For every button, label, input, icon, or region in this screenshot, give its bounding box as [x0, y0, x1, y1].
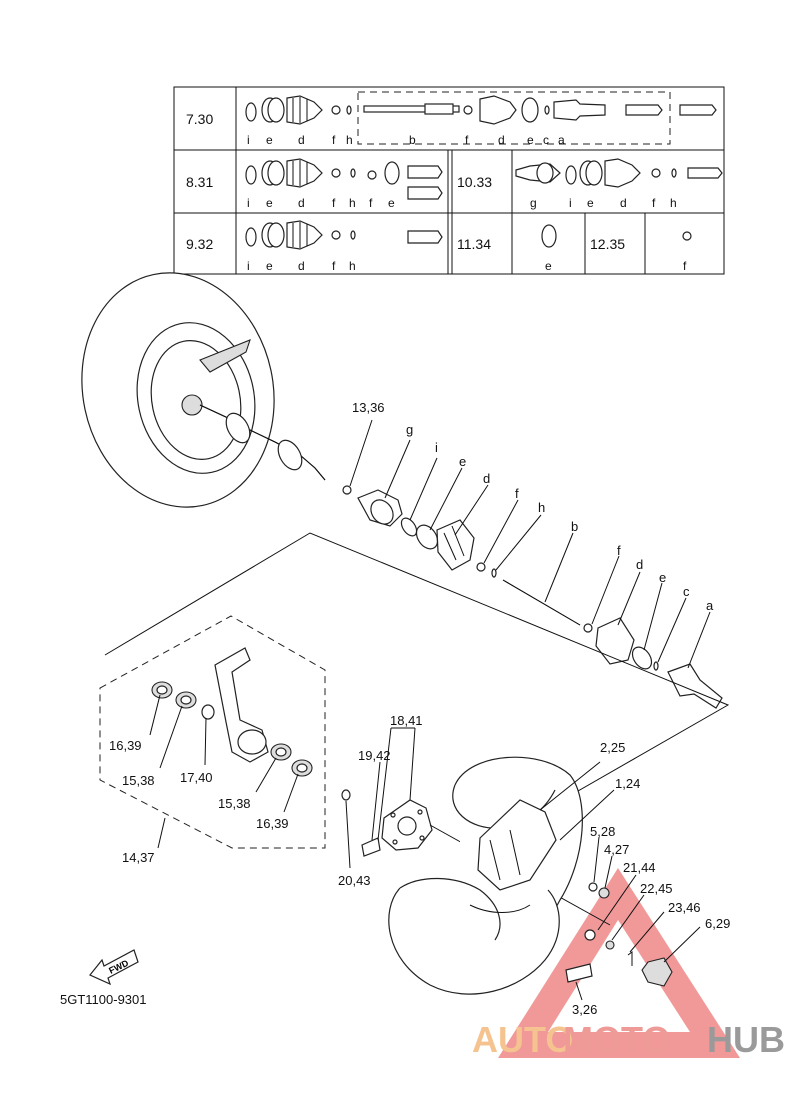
- table-model-10-33: 10.33: [457, 174, 492, 190]
- callout-e: e: [459, 454, 466, 469]
- row1-part-icons: [245, 95, 717, 125]
- table-model-11-34: 11.34: [457, 236, 491, 252]
- callout-15-38-b: 15,38: [218, 796, 251, 811]
- knuckle-group-outline: [99, 615, 326, 849]
- callout-2-25: 2,25: [600, 740, 625, 755]
- row3c-letter-f: f: [683, 259, 687, 273]
- row1-letter-i: i: [247, 133, 250, 147]
- row2-letter-d: d: [298, 196, 305, 210]
- callout-1-24: 1,24: [615, 776, 640, 791]
- row3-letter-d: d: [298, 259, 305, 273]
- row1-letter-f: f: [332, 133, 336, 147]
- hub-leader-lines: [345, 727, 416, 869]
- row2-letter-e: e: [266, 196, 273, 210]
- callout-h: h: [538, 500, 545, 515]
- callout-e2: e: [659, 570, 666, 585]
- row1-letter-b: b: [409, 133, 416, 147]
- callout-6-29: 6,29: [705, 916, 730, 931]
- wheel-small-parts: [565, 882, 673, 987]
- callout-f2: f: [617, 543, 621, 558]
- watermark-text-auto: AUTO: [472, 1019, 573, 1060]
- row2b-letter-f: f: [652, 196, 656, 210]
- row1-letter-f2: f: [465, 133, 469, 147]
- row2b-letter-h: h: [670, 196, 677, 210]
- row2-letter-h: h: [349, 196, 356, 210]
- callout-17-40: 17,40: [180, 770, 213, 785]
- row2-letter-f2: f: [369, 196, 373, 210]
- callout-21-44: 21,44: [623, 860, 656, 875]
- callout-g: g: [406, 422, 413, 437]
- callout-i: i: [435, 440, 438, 455]
- watermark-text-moto: MOTO: [563, 1019, 670, 1060]
- callout-13-36: 13,36: [352, 400, 385, 415]
- row2b-letter-d: d: [620, 196, 627, 210]
- row1-letter-e: e: [266, 133, 273, 147]
- callout-a: a: [706, 598, 714, 613]
- row1-letter-e2: e: [527, 133, 534, 147]
- watermark-text-hub: HUB: [707, 1019, 785, 1060]
- upper-leader-lines: [349, 419, 711, 669]
- row2b-letter-g: g: [530, 196, 537, 210]
- table-model-12-35: 12.35: [590, 236, 625, 252]
- fwd-arrow-icon: [89, 949, 139, 986]
- knuckle-leader-lines: [149, 694, 299, 849]
- row2b-letter-i: i: [569, 196, 572, 210]
- row2b-letter-e: e: [587, 196, 594, 210]
- callout-23-46: 23,46: [668, 900, 701, 915]
- row3-letter-i: i: [247, 259, 250, 273]
- application-table: 7.30 8.31 9.32 10.33 11.34 12.35 i e d f…: [173, 86, 725, 275]
- table-model-9-32: 9.32: [186, 236, 213, 252]
- row2-part-icons: [245, 158, 443, 200]
- watermark-logo: AUTO MOTO HUB: [472, 1019, 785, 1060]
- upper-wheel-assembly: [81, 272, 326, 508]
- callout-22-45: 22,45: [640, 881, 673, 896]
- callout-19-42: 19,42: [358, 748, 391, 763]
- row1-letter-h: h: [346, 133, 353, 147]
- row2b-part-icons: [515, 158, 723, 188]
- callout-d2: d: [636, 557, 643, 572]
- row3-letter-h: h: [349, 259, 356, 273]
- callout-f: f: [515, 486, 519, 501]
- row1-letter-c: c: [543, 133, 549, 147]
- callout-15-38-a: 15,38: [122, 773, 155, 788]
- callout-14-37: 14,37: [122, 850, 155, 865]
- callout-16-39-a: 16,39: [109, 738, 142, 753]
- row3-letter-e: e: [266, 259, 273, 273]
- callout-18-41: 18,41: [390, 713, 423, 728]
- callout-d: d: [483, 471, 490, 486]
- row3-letter-f: f: [332, 259, 336, 273]
- callout-4-27: 4,27: [604, 842, 629, 857]
- watermark-triangle-icon: [498, 868, 740, 1058]
- shaft-group-outline: [104, 532, 730, 831]
- row1-letter-d2: d: [498, 133, 505, 147]
- table-model-7-30: 7.30: [186, 111, 213, 127]
- row2-letter-i: i: [247, 196, 250, 210]
- callout-c: c: [683, 584, 690, 599]
- callout-5-28: 5,28: [590, 824, 615, 839]
- diagram-code: 5GT1100-9301: [60, 992, 147, 1007]
- callout-3-26: 3,26: [572, 1002, 597, 1017]
- wheel-leader-lines: [539, 761, 701, 1001]
- lower-wheel-assembly: [388, 756, 583, 995]
- row1-letter-d: d: [298, 133, 305, 147]
- knuckle-group-parts: [151, 647, 313, 777]
- row3b-letter-e: e: [545, 259, 552, 273]
- row2-letter-f: f: [332, 196, 336, 210]
- table-model-8-31: 8.31: [186, 174, 213, 190]
- row1-letter-a: a: [558, 133, 565, 147]
- hub-parts: [341, 789, 433, 857]
- callout-16-39-b: 16,39: [256, 816, 289, 831]
- row3-part-icons: [245, 220, 692, 250]
- drive-shaft-parts: [342, 485, 723, 709]
- callout-b: b: [571, 519, 578, 534]
- row2-letter-e2: e: [388, 196, 395, 210]
- callout-20-43: 20,43: [338, 873, 371, 888]
